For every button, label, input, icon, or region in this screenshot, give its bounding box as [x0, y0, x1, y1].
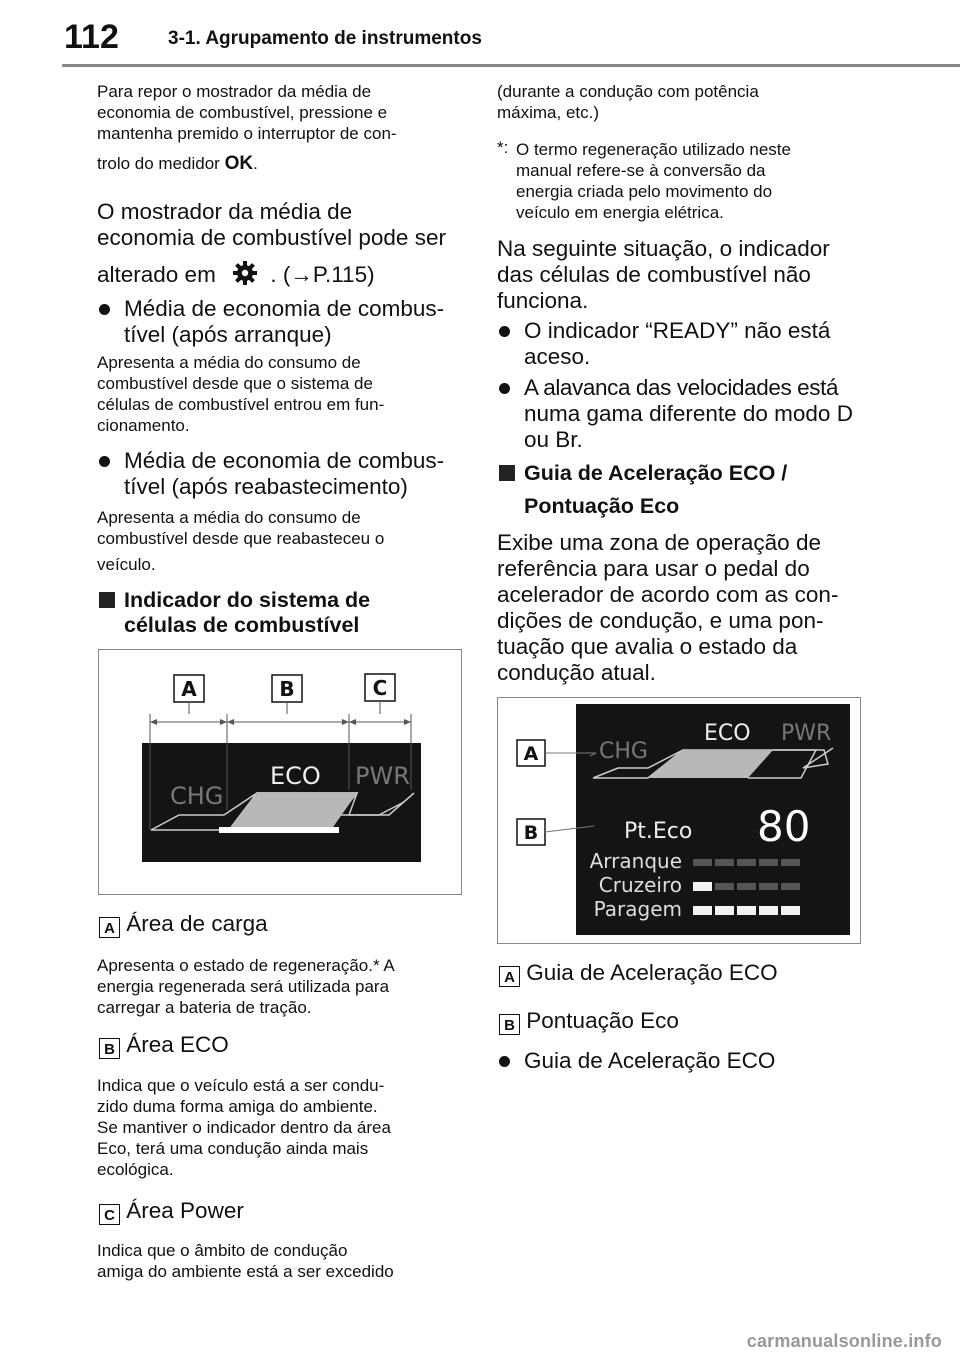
pt-eco-value: 80 [757, 802, 810, 851]
item-c-title: C Área Power [99, 1198, 244, 1225]
score-segment [759, 906, 778, 915]
bullet-item: A alavanca das velocidades está numa gam… [499, 375, 853, 453]
score-segment [737, 906, 756, 915]
fuel-cell-indicator-figure: A B C [98, 649, 462, 895]
row-label-paragem: Paragem [594, 897, 682, 921]
label-A: A [524, 743, 539, 765]
situation-paragraph: Na seguinte situação, o indicador das cé… [497, 236, 830, 313]
item-b-desc: Indica que o veículo está a ser condu- z… [97, 1076, 391, 1179]
row-label-arranque: Arranque [590, 849, 682, 873]
label-B: B [524, 822, 538, 844]
label-A-box: A [173, 674, 205, 703]
score-segment [781, 859, 800, 866]
item-c-desc: Indica que o âmbito de condução amiga do… [97, 1241, 394, 1281]
text-line: trolo do medidor OK. [97, 153, 258, 174]
bullet-icon [99, 304, 110, 315]
eco-guide-paragraph: Exibe uma zona de operação de referência… [497, 530, 839, 685]
label-A-box: A [499, 966, 520, 987]
eco-label: ECO [270, 762, 321, 790]
square-bullet-icon [99, 592, 115, 608]
bullet-description: Apresenta a média do consumo de combustí… [97, 508, 385, 574]
watermark: carmanualsonline.info [746, 1331, 942, 1351]
header-rule [62, 64, 960, 67]
item-b-title: B Pontuação Eco [499, 1008, 679, 1035]
bullet-item: Média de economia de combus- tível (após… [99, 296, 444, 348]
label-C: C [373, 676, 388, 700]
eco-guide-figure: A B CHG ECO PWR Pt.Eco 80 Arranque Cruze… [497, 697, 861, 944]
settings-paragraph: O mostrador da média de economia de comb… [97, 199, 446, 292]
continued-text: (durante a condução com potência máxima,… [497, 82, 759, 122]
bullet-item: Média de economia de combus- tível (após… [99, 448, 444, 500]
pt-eco-label: Pt.Eco [624, 819, 692, 844]
score-segment [693, 906, 712, 915]
text-line: economia de combustível pode ser [97, 225, 446, 250]
score-segment [759, 859, 778, 866]
text-line: economia de combustível, pressione e [97, 103, 388, 122]
pwr-label: PWR [781, 721, 831, 746]
bullet-description: Apresenta a média do consumo de combustí… [97, 353, 385, 435]
chg-label: CHG [170, 782, 223, 810]
text-line: mantenha premido o interruptor de con- [97, 124, 397, 143]
row-label-cruzeiro: Cruzeiro [599, 873, 682, 897]
gear-icon [232, 260, 258, 292]
bullet-icon [99, 456, 110, 467]
section-heading: Indicador do sistema de células de combu… [99, 588, 370, 638]
score-segment [781, 906, 800, 915]
score-segment [737, 883, 756, 890]
text-line: O mostrador da média de [97, 199, 353, 224]
section-heading: Guia de Aceleração ECO / Pontuação Eco [499, 461, 787, 519]
pwr-label: PWR [355, 762, 410, 790]
score-segment [693, 859, 712, 866]
score-segment [715, 906, 734, 915]
label-A-box: A [99, 917, 120, 938]
ok-symbol: OK [224, 153, 254, 174]
bullet-item: O indicador “READY” não está aceso. [499, 318, 830, 370]
score-segment [693, 882, 712, 891]
chg-label: CHG [599, 739, 648, 764]
eco-label: ECO [704, 721, 751, 746]
item-a-title: A Guia de Aceleração ECO [499, 960, 778, 987]
text-line: Para repor o mostrador da média de [97, 82, 372, 101]
bullet-icon [499, 383, 510, 394]
label-C-box: C [99, 1204, 120, 1225]
label-B-box: B [99, 1038, 120, 1059]
score-segment [781, 883, 800, 890]
square-bullet-icon [499, 465, 515, 481]
text-line: alterado em . (→P.115) [97, 260, 446, 292]
bullet-icon [499, 1056, 510, 1067]
section-title: 3-1. Agrupamento de instrumentos [168, 28, 482, 49]
footnote: *: O termo regeneração utilizado neste m… [497, 138, 791, 222]
score-segment [737, 859, 756, 866]
intro-paragraph: Para repor o mostrador da média de econo… [97, 81, 397, 174]
label-A: A [181, 677, 197, 701]
bullet-icon [499, 326, 510, 337]
score-segment [715, 883, 734, 890]
score-segment [759, 883, 778, 890]
item-a-title: A Área de carga [99, 911, 268, 938]
score-segment [715, 859, 734, 866]
label-B: B [279, 677, 294, 701]
page-number: 112 [64, 18, 119, 56]
bullet-item: Guia de Aceleração ECO [499, 1048, 775, 1074]
item-b-title: B Área ECO [99, 1032, 229, 1059]
label-B-box: B [499, 1014, 520, 1035]
item-a-desc: Apresenta o estado de regeneração.* A en… [97, 956, 395, 1017]
